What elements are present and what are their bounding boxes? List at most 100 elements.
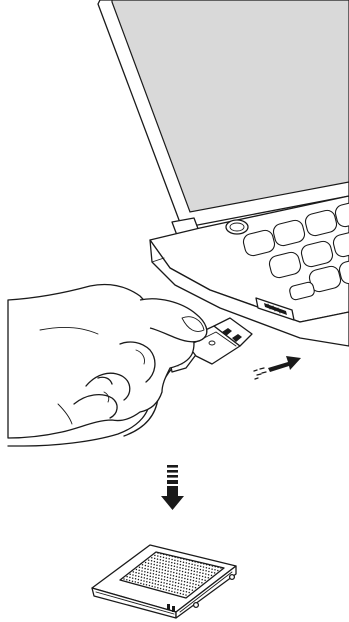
vent-hole (167, 573, 169, 575)
vent-hole (169, 555, 171, 557)
vent-hole (154, 561, 156, 563)
vent-hole (202, 573, 204, 575)
vent-hole (132, 577, 134, 579)
vent-hole (155, 580, 157, 582)
vent-hole (143, 583, 145, 585)
vent-hole (159, 565, 161, 567)
vent-hole (171, 559, 173, 561)
vent-hole (138, 573, 140, 575)
vent-hole (146, 584, 148, 586)
vent-hole (144, 571, 146, 573)
vent-hole (172, 578, 174, 580)
hand (8, 284, 207, 438)
vent-hole (158, 581, 160, 583)
vent-hole (151, 586, 153, 588)
vent-hole (186, 591, 188, 593)
vent-hole (150, 566, 152, 568)
vent-hole (154, 586, 156, 588)
vent-hole (180, 558, 182, 560)
vent-hole (150, 569, 152, 571)
vent-hole (192, 589, 194, 591)
vent-hole (129, 574, 131, 576)
vent-hole (190, 579, 192, 581)
vent-hole (141, 573, 143, 575)
vent-hole (178, 576, 180, 578)
vent-hole (188, 563, 190, 565)
vent-hole (162, 563, 164, 565)
vent-hole (151, 563, 153, 565)
vent-hole (175, 582, 177, 584)
vent-hole (211, 575, 213, 577)
vent-hole (176, 566, 178, 568)
vent-hole (175, 585, 177, 587)
vent-hole (160, 553, 162, 555)
vent-hole (136, 569, 138, 571)
vent-hole (162, 569, 164, 571)
vent-hole (167, 570, 169, 572)
vent-hole (198, 581, 200, 583)
vent-hole (170, 574, 172, 576)
vent-hole (182, 594, 184, 596)
vent-hole (147, 572, 149, 574)
vent-hole (202, 576, 204, 578)
vent-hole (166, 586, 168, 588)
vent-hole (181, 580, 183, 582)
vent-hole (214, 569, 216, 571)
vent-hole (174, 556, 176, 558)
vent-hole (220, 567, 222, 569)
vent-hole (157, 587, 159, 589)
vent-hole (168, 590, 170, 592)
vent-hole (141, 570, 143, 572)
vent-hole (176, 572, 178, 574)
vent-hole (154, 558, 156, 560)
vent-hole (169, 580, 171, 582)
vent-hole (186, 559, 188, 561)
vent-hole (162, 566, 164, 568)
vent-hole (193, 577, 195, 579)
vent-hole (171, 591, 173, 593)
vent-hole (173, 572, 175, 574)
vent-hole (165, 560, 167, 562)
vent-hole (189, 582, 191, 584)
vent-hole (146, 578, 148, 580)
vent-hole (126, 576, 128, 578)
vent-hole (138, 570, 140, 572)
vent-hole (150, 575, 152, 577)
vent-hole (155, 577, 157, 579)
vent-hole (165, 567, 167, 569)
vent-hole (159, 562, 161, 564)
vent-hole (169, 587, 171, 589)
vent-hole (192, 560, 194, 562)
vent-hole (217, 567, 219, 569)
vent-hole (140, 580, 142, 582)
vent-hole (165, 564, 167, 566)
vent-hole (196, 577, 198, 579)
vent-hole (144, 577, 146, 579)
vent-hole (215, 566, 217, 568)
vent-hole (129, 580, 131, 582)
vent-hole (200, 562, 202, 564)
vent-hole (209, 565, 211, 567)
insert-direction-arrow (254, 356, 301, 379)
vent-hole (171, 565, 173, 567)
vent-hole (165, 570, 167, 572)
vent-hole (171, 587, 173, 589)
vent-hole (184, 581, 186, 583)
vent-hole (164, 573, 166, 575)
vent-hole (199, 572, 201, 574)
vent-hole (178, 579, 180, 581)
vent-hole (155, 583, 157, 585)
vent-hole (138, 576, 140, 578)
vent-hole (167, 577, 169, 579)
vent-hole (196, 571, 198, 573)
vent-hole (208, 568, 210, 570)
vent-hole (179, 570, 181, 572)
power-button[interactable] (226, 220, 248, 234)
vent-hole (211, 571, 213, 573)
vent-hole (188, 572, 190, 574)
vent-hole (175, 579, 177, 581)
vent-hole (163, 585, 165, 587)
vent-hole (186, 562, 188, 564)
vent-hole (182, 571, 184, 573)
